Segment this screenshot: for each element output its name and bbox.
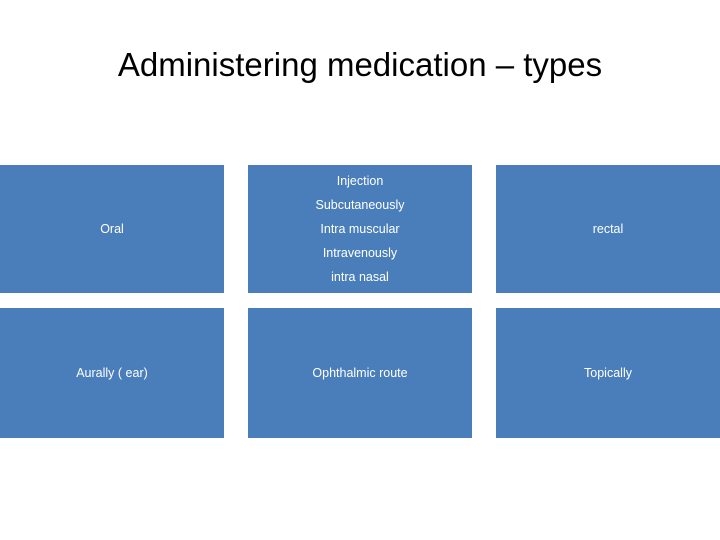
medication-types-grid: Oral Injection Subcutaneously Intra musc… [0,165,720,438]
row-spacer [0,293,720,308]
page-title: Administering medication – types [117,46,603,83]
cell-oral[interactable]: Oral [0,165,224,293]
cell-rectal[interactable]: rectal [496,165,720,293]
cell-line: intra nasal [331,270,389,284]
cell-line: Subcutaneously [315,198,405,212]
cell-line: Oral [100,222,124,236]
cell-line: Aurally ( ear) [76,366,148,380]
cell-ophthalmic[interactable]: Ophthalmic route [248,308,472,438]
cell-line: Intra muscular [320,222,400,236]
cell-line: Intravenously [322,246,398,260]
table-row: Oral Injection Subcutaneously Intra musc… [0,165,720,293]
cell-line: rectal [592,222,624,236]
cell-line: Ophthalmic route [312,366,408,380]
cell-line: Injection [336,174,384,188]
table-row: Aurally ( ear) Ophthalmic route Topicall… [0,308,720,438]
cell-line: Topically [584,366,632,380]
cell-topically[interactable]: Topically [496,308,720,438]
cell-aurally[interactable]: Aurally ( ear) [0,308,224,438]
cell-injection[interactable]: Injection Subcutaneously Intra muscular … [248,165,472,293]
